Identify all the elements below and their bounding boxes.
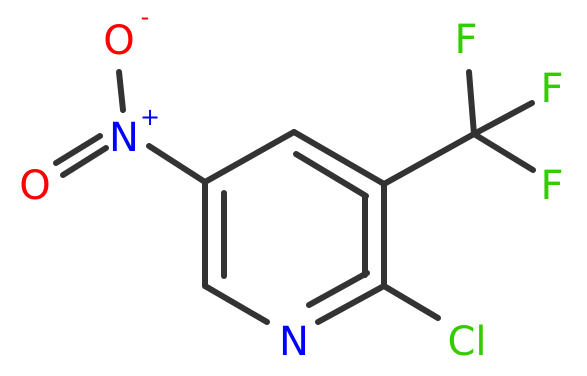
fluorine-top-label: F: [454, 17, 477, 63]
fluorine-bottom-label: F: [540, 163, 563, 209]
bond-o-top-n-nitro: [116, 69, 126, 113]
bond-cf3-f-top: [466, 69, 477, 137]
bond-cf3-f-bottom: [471, 131, 536, 173]
nitro-nitrogen-charge: +: [140, 103, 160, 131]
bond-c2-cl: [381, 283, 441, 321]
bond-c3-cf3: [381, 131, 477, 187]
nitro-nitrogen-label: N: [109, 115, 139, 161]
bond-n-ring-c2: [315, 283, 387, 325]
bond-n-ring-c2-inner: [306, 270, 370, 308]
chlorine-label: Cl: [447, 319, 486, 365]
bond-n-nitro-o-left-1: [53, 133, 103, 166]
bond-c5-c4: [202, 129, 297, 185]
oxygen-left-label: O: [19, 163, 50, 209]
fluorine-right-label: F: [540, 66, 563, 112]
oxygen-top-label: O: [103, 18, 134, 64]
bond-n-nitro-o-left-2: [60, 145, 109, 178]
bond-cf3-f-right: [471, 100, 535, 137]
bond-c4-c3-inner: [293, 151, 369, 199]
oxygen-top-charge: -: [141, 3, 150, 31]
bond-n-nitro-c5: [146, 143, 208, 185]
bond-c6-n-ring: [202, 283, 270, 325]
ring-nitrogen-label: N: [279, 319, 309, 365]
bond-c4-c3-outer: [291, 129, 387, 187]
